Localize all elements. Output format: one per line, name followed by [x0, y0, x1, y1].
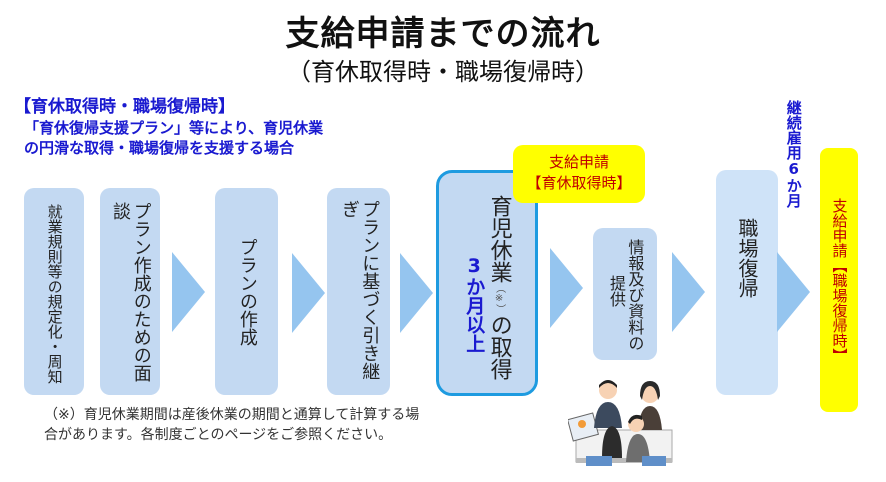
arrow-right-icon: [550, 248, 583, 328]
arrow-right-icon: [400, 253, 433, 333]
step-label: 職場復帰: [735, 218, 759, 298]
step-box-plan-creation: プランの作成: [215, 188, 278, 395]
person-hair: [628, 414, 642, 424]
arrow-right-icon: [672, 252, 705, 332]
footnote-line1: （※）育児休業期間は産後休業の期間と通算して計算する場: [44, 407, 420, 423]
step-label: 育児休業（※）の取得: [486, 194, 512, 380]
step-label: プラン作成のための面談: [110, 202, 152, 382]
chair-shape: [642, 456, 666, 466]
step-label-col2: 提供: [607, 275, 626, 307]
footnote: （※）育児休業期間は産後休業の期間と通算して計算する場 合があります。各制度ごと…: [44, 405, 419, 445]
arrow-right-icon: [777, 252, 810, 332]
section-description: 「育休復帰支援プラン」等により、育児休業 の円滑な取得・職場復帰を支援する場合: [24, 118, 323, 158]
arrow-right-icon: [172, 252, 205, 332]
person-suit: [594, 402, 622, 428]
step-box-return-to-work: 職場復帰: [716, 170, 778, 395]
person-back: [602, 426, 622, 458]
badge-line1: 支給申請: [548, 153, 609, 171]
step-label-part1: 育児休業: [486, 194, 512, 283]
step-label: プランに基づく引き継ぎ: [338, 200, 381, 380]
badge-line2: 【育休取得時】: [526, 174, 632, 192]
chair-shape: [586, 456, 612, 466]
section-heading: 【育休取得時・職場復帰時】: [14, 97, 235, 117]
person-head: [599, 381, 617, 399]
final-step-label: 支給申請【職場復帰時】: [830, 198, 849, 363]
arrow-right-icon: [292, 253, 325, 333]
section-description-line2: の円滑な取得・職場復帰を支援する場合: [24, 139, 295, 157]
step-label-col1: 情報及び資料の: [625, 239, 645, 351]
step-label-part2: の取得: [486, 313, 512, 380]
meeting-people-illustration: [568, 380, 673, 466]
step-box-handover: プランに基づく引き継ぎ: [327, 188, 390, 395]
continued-employment-text: 継続雇用6か月: [784, 100, 803, 208]
continued-employment-label: 継続雇用6か月: [784, 100, 803, 212]
application-box-return: 支給申請【職場復帰時】: [820, 148, 858, 412]
desk-edge: [576, 458, 672, 463]
step-box-childcare-leave: 育児休業（※）の取得 3か月以上: [436, 170, 538, 396]
footnote-line2: 合があります。各制度ごとのページをご参照ください。: [44, 427, 393, 443]
step-box-rules: 就業規則等の規定化・周知: [24, 188, 84, 395]
chart-icon: [578, 420, 586, 428]
section-description-line1: 「育休復帰支援プラン」等により、育児休業: [24, 119, 324, 137]
note-mark: （※）: [493, 282, 505, 314]
duration-emphasis: 3か月以上: [463, 254, 486, 353]
step-label: プランの作成: [236, 237, 258, 346]
step-box-interview: プラン作成のための面談: [100, 188, 160, 395]
person-hair: [599, 380, 617, 388]
person-suit: [626, 434, 650, 462]
page-subtitle: （育休取得時・職場復帰時）: [287, 58, 599, 86]
person-head: [641, 385, 659, 403]
person-hair: [640, 381, 660, 400]
step-label: 就業規則等の規定化・周知: [45, 204, 64, 384]
step-box-information: 情報及び資料の 提供: [593, 228, 657, 360]
application-badge-leave: 支給申請 【育休取得時】: [513, 145, 645, 203]
page-title: 支給申請までの流れ: [285, 14, 601, 54]
